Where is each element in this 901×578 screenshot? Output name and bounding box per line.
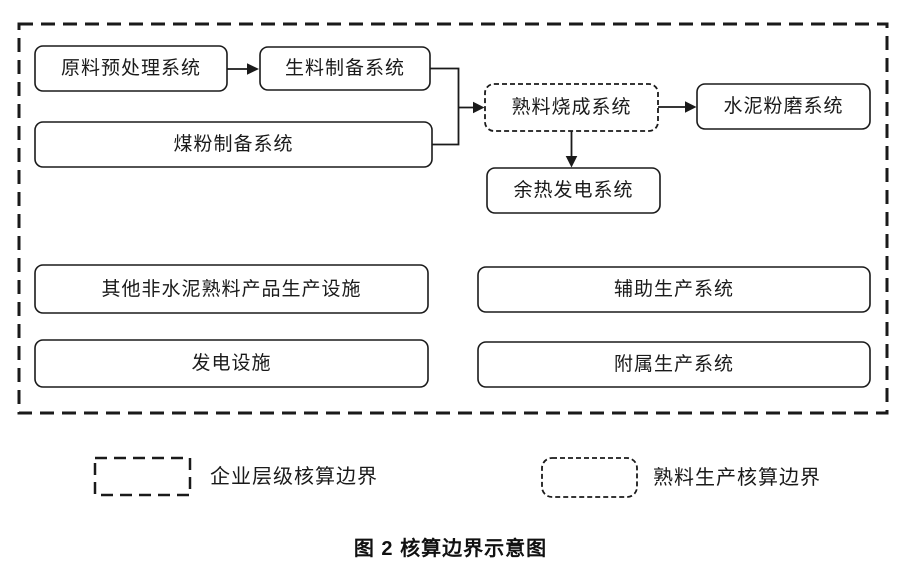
legend-clinker-boundary-label: 熟料生产核算边界 <box>653 466 821 489</box>
arrowhead-pretreat-to-rawmeal <box>247 63 259 75</box>
node-subsidiary-production-box <box>477 341 871 388</box>
arrowhead-clinker-to-grinding <box>685 101 697 113</box>
legend-enterprise-boundary-label: 企业层级核算边界 <box>210 465 378 488</box>
legend-enterprise-boundary-swatch <box>93 456 192 497</box>
arrowhead-clinker-to-wasteheat <box>565 156 578 168</box>
legend-clinker-boundary-swatch <box>541 457 638 498</box>
node-other-non-clinker-facilities-box <box>34 264 429 314</box>
node-power-generation-facilities-box <box>34 339 429 388</box>
node-waste-heat-power-box <box>486 167 661 214</box>
node-auxiliary-production-box <box>477 266 871 313</box>
node-raw-pretreatment-box <box>34 45 228 92</box>
arrowhead-merge-to-clinker <box>473 101 485 114</box>
node-cement-grinding-box <box>696 83 871 130</box>
node-coal-powder-preparation-box <box>34 121 433 168</box>
node-raw-meal-preparation-box <box>259 46 431 91</box>
enterprise-boundary-box <box>17 22 889 415</box>
connector-merge-bracket <box>430 67 460 146</box>
node-clinker-calcination-box <box>484 83 659 132</box>
figure-caption: 图 2 核算边界示意图 <box>353 538 548 560</box>
